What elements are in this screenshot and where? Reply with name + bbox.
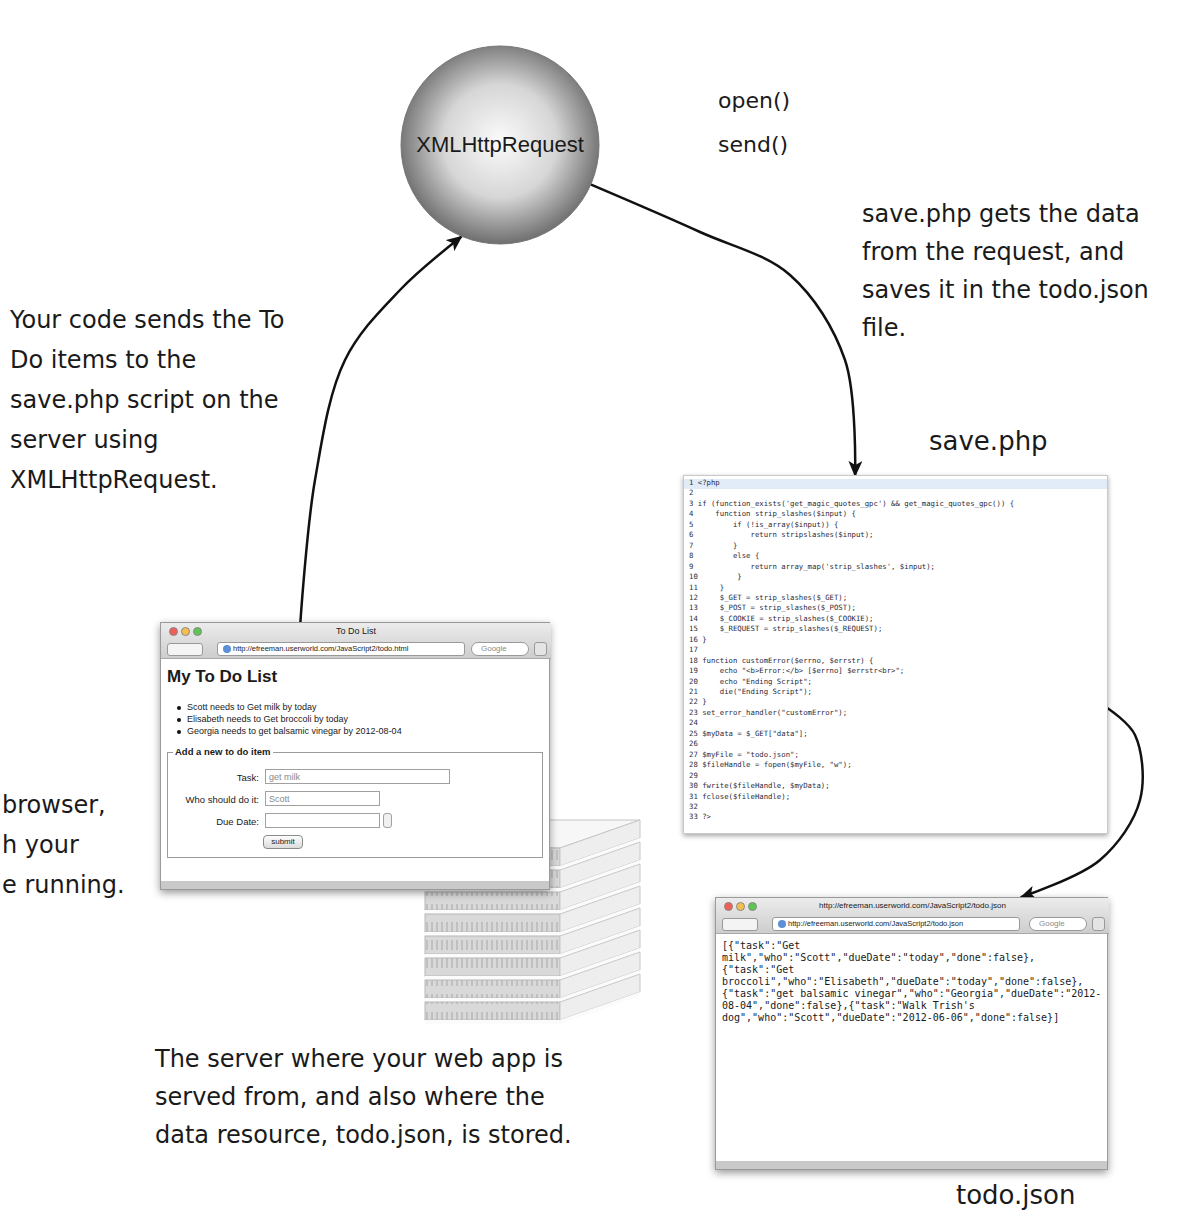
field-label: Due Date: [161,816,259,827]
code-line: 6 return stripslashes($input); [689,531,874,540]
date-input [265,813,380,828]
line-highlight [684,479,1107,489]
todo-item: Georgia needs to get balsamic vinegar by… [187,726,402,737]
window-button [181,627,190,636]
code-line: 19 echo "<b>Error:</b> [$errno] $errstr<… [689,667,904,676]
code-line: 3 if (function_exists('get_magic_quotes_… [689,500,1014,509]
cropped-note-fragment: browser, [2,790,106,821]
server-slab-front [425,914,560,932]
window-footer [716,1161,1107,1169]
bullet-dot [177,706,181,710]
window-button [724,902,733,911]
settings-button [1092,917,1105,931]
code-line: 8 else { [689,552,759,561]
settings-button [534,642,547,656]
code-line: 20 echo "Ending Script"; [689,678,812,687]
flow-arrow [592,185,855,475]
handwritten-note: The server where your web app is served … [155,1040,595,1154]
date-spinner [383,813,392,828]
handwritten-note: Your code sends the To Do items to the s… [10,300,298,500]
search-placeholder: Google [481,644,507,654]
server-slab-front [425,892,560,910]
code-line: 28 $fileHandle = fopen($myFile, "w"); [689,761,852,770]
bullet-dot [177,730,181,734]
nav-buttons [167,643,203,656]
code-line: 10 } [689,573,742,582]
code-line: 29 [689,772,698,781]
window-footer [161,881,549,889]
server-slab-front [425,958,560,976]
server-slab-front [425,1002,560,1020]
method-name: open() [718,86,790,115]
window-heading: todo.json [956,1180,1075,1211]
submit-button-text: submit [263,837,303,847]
code-line: 26 [689,740,698,749]
todo-item: Scott needs to Get milk by today [187,702,317,713]
address-url: http://efreeman.userworld.com/JavaScript… [788,919,1016,928]
server-slab-gap [425,992,640,1024]
code-line: 22 } [689,698,707,707]
request-object-circle: XMLHttpRequest [400,45,600,245]
nav-buttons [722,918,758,931]
code-line: 17 [689,646,698,655]
window-button [169,627,178,636]
json-content: [{"task":"Get milk","who":"Scott","dueDa… [722,940,1102,1024]
window-title: To Do List [161,626,551,637]
cropped-note-fragment: h your [2,830,79,861]
code-line: 33 ?> [689,813,711,822]
code-line: 15 $_REQUEST = strip_slashes($_REQUEST); [689,625,882,634]
window-button [736,902,745,911]
code-line: 2 [689,489,693,498]
code-line: 12 $_GET = strip_slashes($_GET); [689,594,847,603]
code-line: 24 [689,719,698,728]
code-line: 31 fclose($fileHandle); [689,793,790,802]
code-line: 11 } [689,584,724,593]
field-label: Who should do it: [161,794,259,805]
code-line: 13 $_POST = strip_slashes($_POST); [689,604,856,613]
code-line: 4 function strip_slashes($input) { [689,510,856,519]
code-line: 18 function customError($errno, $errstr)… [689,657,874,666]
field-placeholder: Scott [269,794,290,805]
code-line: 25 $myData = $_GET["data"]; [689,730,808,739]
method-name: send() [718,130,788,159]
code-line: 1 <?php [689,479,720,488]
code-line: 23 set_error_handler("customError"); [689,709,847,718]
fieldset-legend: Add a new to do item [173,746,273,757]
window-title: http://efreeman.userworld.com/JavaScript… [716,901,1109,911]
code-line: 5 if (!is_array($input)) { [689,521,838,530]
code-line: 32 [689,803,698,812]
address-url: http://efreeman.userworld.com/JavaScript… [233,644,461,653]
object-name: XMLHttpRequest [400,132,600,158]
page-heading: My To Do List [167,667,277,687]
server-slab-front [425,936,560,954]
server-slab-front [425,980,560,998]
code-line: 16 } [689,636,707,645]
cropped-note-fragment: e running. [2,870,125,901]
code-window: save.php1 <?php23 if (function_exists('g… [683,475,1108,834]
search-placeholder: Google [1039,919,1065,929]
globe-icon [778,920,786,928]
field-label: Task: [161,772,259,783]
window-button [748,902,757,911]
flow-arrow [300,237,461,622]
code-line: 27 $myFile = "todo.json"; [689,751,799,760]
todo-item: Elisabeth needs to Get broccoli by today [187,714,348,725]
field-placeholder: get milk [269,772,300,783]
code-line: 30 fwrite($fileHandle, $myData); [689,782,830,791]
json-browser-window: http://efreeman.userworld.com/JavaScript… [715,897,1108,1170]
globe-icon [223,645,231,653]
handwritten-note: save.php gets the data from the request,… [862,195,1178,347]
code-line: 9 return array_map('strip_slashes', $inp… [689,563,935,572]
code-line: 14 $_COOKIE = strip_slashes($_COOKIE); [689,615,874,624]
browser-window: To Do List http://efreeman.userworld.com/… [160,622,550,890]
code-line: 7 } [689,542,737,551]
code-line: 21 die("Ending Script"); [689,688,812,697]
bullet-dot [177,718,181,722]
window-button [193,627,202,636]
window-heading: save.php [929,426,1048,457]
